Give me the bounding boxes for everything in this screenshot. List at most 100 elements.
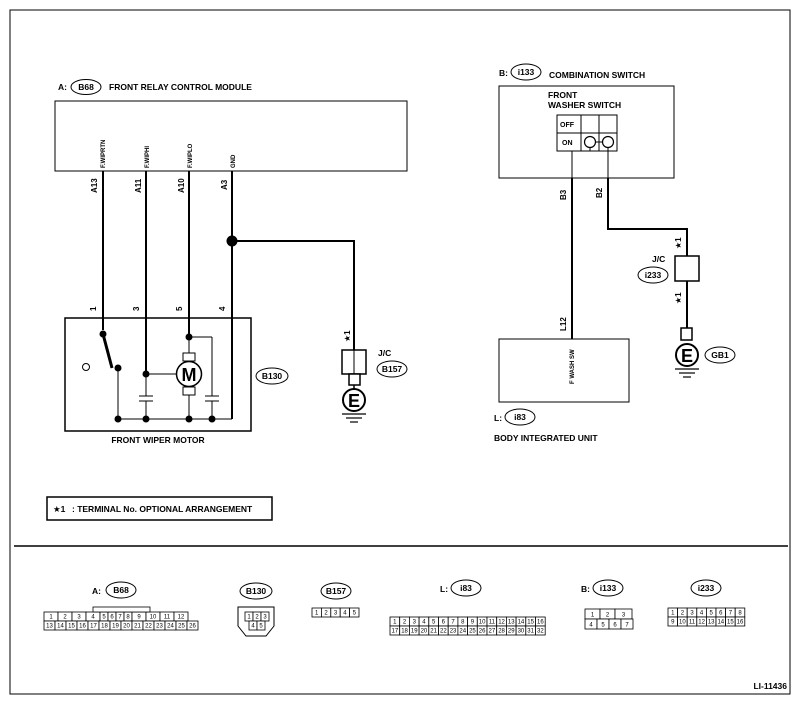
connector-pin-label: 31 xyxy=(527,629,534,635)
connector-pin-label: 17 xyxy=(90,624,97,630)
biu-signal: F WASH SW xyxy=(570,349,576,384)
biu-name: BODY INTEGRATED UNIT xyxy=(494,433,598,443)
ground-lines-right xyxy=(675,368,699,378)
connector-pin-label: 7 xyxy=(625,623,629,629)
jc-b157-code: B157 xyxy=(382,364,403,374)
connector-pin-label: 23 xyxy=(450,629,457,635)
connector-pin-label: 19 xyxy=(112,624,119,630)
connector-pin-label: 2 xyxy=(324,611,328,617)
connector-pin-label: 21 xyxy=(430,629,437,635)
motor-internal xyxy=(82,333,232,420)
connector-pin-label: 2 xyxy=(403,620,407,626)
connector-pin-label: 23 xyxy=(156,624,163,630)
motor-pin-1: 1 xyxy=(89,306,98,311)
connector-pin-label: 5 xyxy=(353,611,357,617)
motor-name: FRONT WIPER MOTOR xyxy=(111,435,204,445)
connector-pin-label: 4 xyxy=(589,623,593,629)
connector-cell xyxy=(620,618,634,630)
comb-pin-b2: B2 xyxy=(595,187,604,198)
motor-code-badge xyxy=(255,367,289,385)
jc-i233-body xyxy=(674,255,700,282)
connector-pin-label: 20 xyxy=(421,629,428,635)
note-star: ★1 xyxy=(53,504,66,514)
gb1-connector-tab xyxy=(680,327,693,341)
connector-pin-label: 4 xyxy=(91,615,95,621)
jc-i233-code: i233 xyxy=(645,270,662,280)
comb-switch-header: B: i133 COMBINATION SWITCH xyxy=(499,63,645,81)
frcm-pin-a11: A11 xyxy=(134,178,143,193)
connector-pin-label: 6 xyxy=(442,620,446,626)
splice-dot xyxy=(226,235,238,247)
connector-pin-label: 7 xyxy=(118,615,122,621)
note-text: : TERMINAL No. OPTIONAL ARRANGEMENT xyxy=(72,504,253,514)
connector-pin-label: 22 xyxy=(440,629,447,635)
motor-box xyxy=(64,317,252,432)
connector-pin-label: 19 xyxy=(411,629,418,635)
jc-b157-badge xyxy=(376,360,408,378)
jc-b157-tab xyxy=(348,373,361,386)
biu-pin-l12: L12 xyxy=(559,317,568,331)
motor-pin-5: 5 xyxy=(175,306,184,311)
ground-e-label-right: E xyxy=(681,346,693,366)
connector-pin-label: 4 xyxy=(422,620,426,626)
frcm-pin-a10: A10 xyxy=(177,178,186,193)
connector-pin-label: 2 xyxy=(606,613,610,619)
frcm-wires xyxy=(102,171,355,419)
washer-on-label: ON xyxy=(562,140,573,147)
frcm-header: A: B68 FRONT RELAY CONTROL MODULE xyxy=(58,79,252,95)
ground-e-symbol-left xyxy=(342,388,366,412)
gb1-code: GB1 xyxy=(711,350,729,360)
connector-cell xyxy=(535,625,546,636)
connector-pin-label: 4 xyxy=(343,611,347,617)
connector-pin-label: 4 xyxy=(700,611,704,617)
connector-pin-label: 7 xyxy=(451,620,455,626)
washer-title-2: WASHER SWITCH xyxy=(548,100,621,110)
frcm-code: B68 xyxy=(78,82,94,92)
figure-id: LI-11436 xyxy=(753,681,787,691)
comb-switch-box xyxy=(498,85,675,179)
comb-switch-code: i133 xyxy=(518,67,535,77)
i83-view-prefix: L: xyxy=(440,584,448,594)
connector-pin-label: 14 xyxy=(518,620,525,626)
connector-pin-label: 8 xyxy=(126,615,130,621)
connector-pin-label: 1 xyxy=(671,611,675,617)
connector-pin-label: 8 xyxy=(461,620,465,626)
connector-pin-label: 15 xyxy=(727,620,734,626)
comb-pin-b3: B3 xyxy=(559,189,568,200)
washer-on-contact-2 xyxy=(601,135,615,149)
connector-cell xyxy=(186,620,199,631)
connector-pin-label: 32 xyxy=(537,629,544,635)
frcm-signal-gnd: GND xyxy=(231,154,237,168)
connector-pin-label: 5 xyxy=(710,611,714,617)
connector-pin-label: 11 xyxy=(489,620,496,626)
connector-pin-label: 3 xyxy=(413,620,417,626)
switch-blade xyxy=(101,333,114,369)
b68-view-prefix: A: xyxy=(92,586,101,596)
ground-e-label-left: E xyxy=(348,391,360,411)
b130-view-code: B130 xyxy=(246,586,267,596)
motor-symbol-label: M xyxy=(182,365,197,385)
connector-pin-label: 3 xyxy=(263,615,267,621)
comb-switch-prefix: B: xyxy=(499,68,508,78)
jc-i233-badge xyxy=(637,266,669,284)
connector-pin-label: 13 xyxy=(708,620,715,626)
connector-pin-label: 30 xyxy=(518,629,525,635)
i83-view-code: i83 xyxy=(460,583,472,593)
connector-pin-label: 6 xyxy=(719,611,723,617)
connector-pin-label: 20 xyxy=(123,624,130,630)
jc-b157-label: J/C xyxy=(378,348,391,358)
connector-pin-label: 2 xyxy=(681,611,685,617)
connector-pin-label: 4 xyxy=(251,624,255,630)
connector-pin-label: 12 xyxy=(178,615,185,621)
frcm-signal-wiphi: F.WIPHI xyxy=(145,146,151,168)
jc-i233-star-bottom: ★1 xyxy=(674,292,683,304)
frcm-signal-wiplo: F.WIPLO xyxy=(188,143,194,168)
note-box xyxy=(46,496,273,521)
connector-pin-label: 5 xyxy=(102,615,106,621)
connector-pin-label: 18 xyxy=(401,629,408,635)
wire-ground-branch xyxy=(232,240,355,350)
biu-code: i83 xyxy=(514,412,526,422)
frcm-code-badge xyxy=(70,79,102,95)
motor-brush-top xyxy=(182,352,196,362)
